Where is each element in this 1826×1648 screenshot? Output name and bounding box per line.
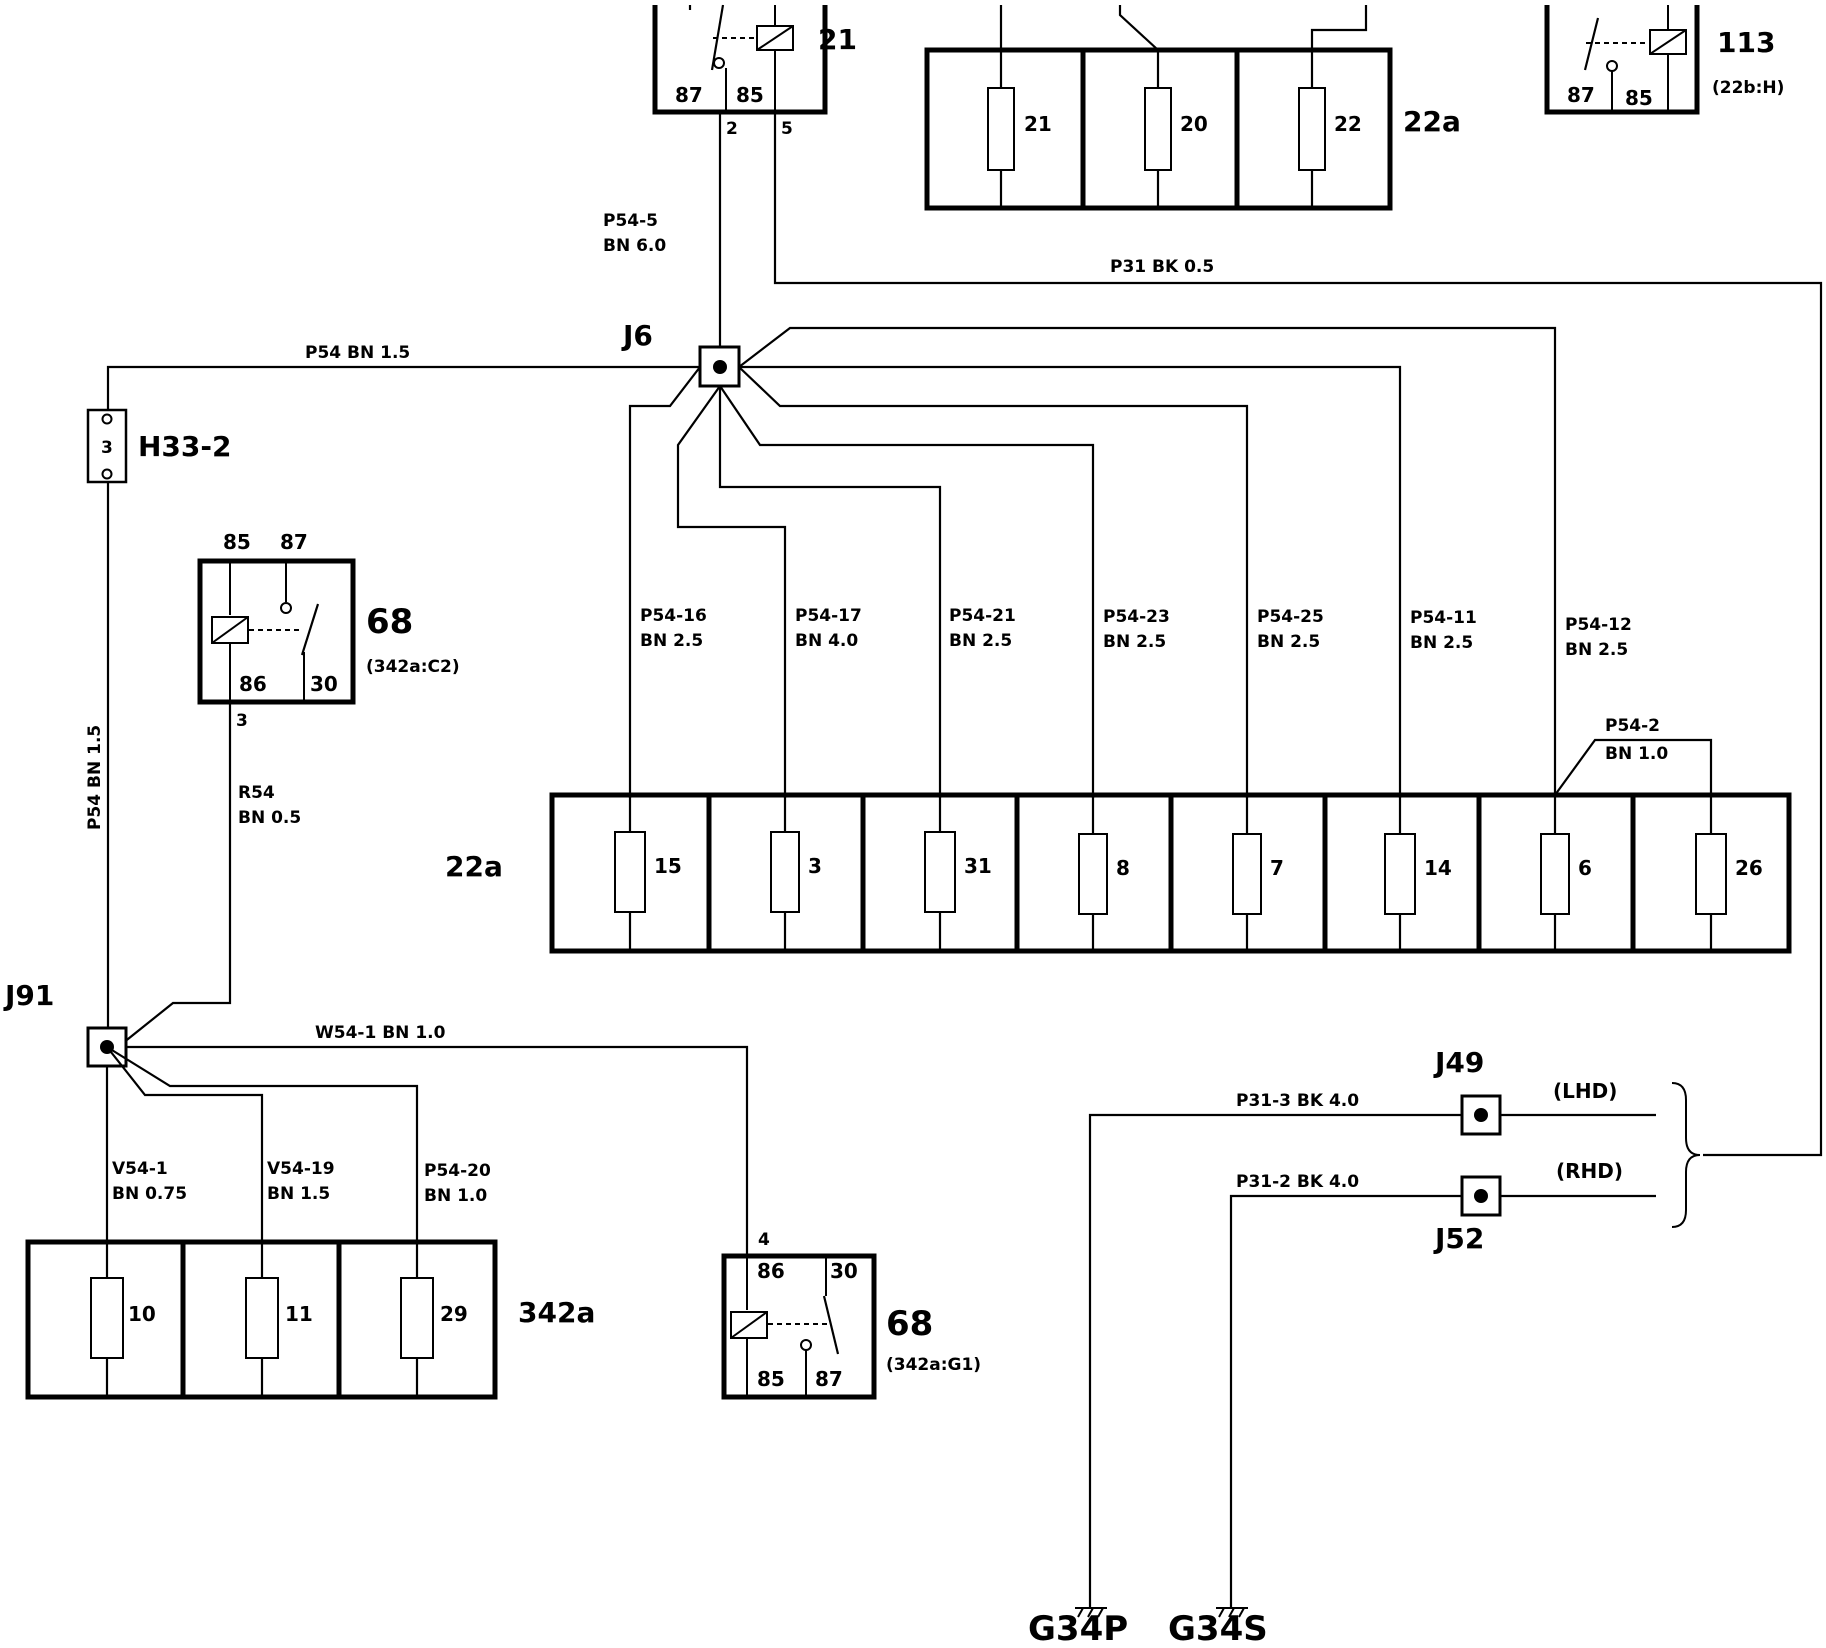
- fuse-8: 8: [1116, 856, 1130, 880]
- fuse-29: 29: [440, 1302, 468, 1326]
- wire-p54-2-spec: BN 1.0: [1605, 744, 1668, 764]
- relay-21-pin-85: 85: [736, 83, 764, 107]
- wire-p54-16-spec: BN 2.5: [640, 631, 703, 651]
- relay-68a-out-3: 3: [236, 711, 248, 731]
- relay-68a-pin-30: 30: [310, 672, 338, 696]
- relay-68b-in-4: 4: [758, 1230, 770, 1250]
- wire-r54-id: R54: [238, 783, 275, 803]
- fuse-10: 10: [128, 1302, 156, 1326]
- ground-symbol-g34p: [1075, 1607, 1107, 1618]
- ground-g34p-label: G34P: [1028, 1609, 1128, 1648]
- wire-p54-20-spec: BN 1.0: [424, 1186, 487, 1206]
- wire-p54-12-id: P54-12: [1565, 615, 1632, 635]
- wire-p54-23-id: P54-23: [1103, 607, 1170, 627]
- relay-68b-label: 68: [886, 1304, 933, 1344]
- relay-113-label: 113: [1717, 26, 1775, 59]
- wire-p54-2-id: P54-2: [1605, 716, 1660, 736]
- wire-v54-19-id: V54-19: [267, 1159, 335, 1179]
- fuse-20: 20: [1180, 112, 1208, 136]
- relay-113-pin-85: 85: [1625, 86, 1653, 110]
- wire-p54-21-id: P54-21: [949, 606, 1016, 626]
- fuse-box-label-22a-top: 22a: [1403, 105, 1461, 138]
- fuse-7: 7: [1270, 856, 1284, 880]
- connector-h33-2: 3 H33-2: [86, 408, 232, 484]
- fuse-15: 15: [654, 854, 682, 878]
- wire-p31-2-label: P31-2 BK 4.0: [1236, 1172, 1359, 1192]
- fuse-box-22a-top: 21 20 22 22a: [924, 5, 1461, 211]
- fuse-22: 22: [1334, 112, 1362, 136]
- fuse-26: 26: [1735, 856, 1763, 880]
- relay-68b-pin-87: 87: [815, 1367, 843, 1391]
- relay-21: 21 87 85 2 5: [652, 4, 857, 139]
- variant-rhd: (RHD): [1556, 1159, 1623, 1183]
- relay-68b-pin-86: 86: [757, 1259, 785, 1283]
- relay-68a-pin-87: 87: [280, 530, 308, 554]
- wire-v54-1-spec: BN 0.75: [112, 1184, 187, 1204]
- junction-j6-label: J6: [621, 319, 653, 352]
- relay-113-pin-87: 87: [1567, 83, 1595, 107]
- relay-113: 113 (22b:H) 87 85: [1544, 5, 1784, 115]
- variant-lhd: (LHD): [1553, 1079, 1617, 1103]
- wire-p54-20-id: P54-20: [424, 1161, 491, 1181]
- fuse-3: 3: [808, 854, 822, 878]
- wire-p54-17-id: P54-17: [795, 606, 862, 626]
- wire-p54-5-spec: BN 6.0: [603, 236, 666, 256]
- connector-pin-3: 3: [101, 438, 113, 458]
- wire-p54-17-spec: BN 4.0: [795, 631, 858, 651]
- connector-label: H33-2: [138, 430, 232, 463]
- wire-p54-25-id: P54-25: [1257, 607, 1324, 627]
- wire-p54-11-spec: BN 2.5: [1410, 633, 1473, 653]
- junction-j91-label: J91: [3, 979, 54, 1012]
- junction-j91: J91: [3, 979, 128, 1068]
- junction-j52: J52: [1433, 1175, 1502, 1255]
- wire-p31-label: P31 BK 0.5: [1110, 257, 1214, 277]
- relay-21-label: 21: [818, 23, 857, 56]
- relay-68b-pin-30: 30: [830, 1259, 858, 1283]
- wire-r54-spec: BN 0.5: [238, 808, 301, 828]
- wire-p54-vert-label: P54 BN 1.5: [85, 725, 105, 830]
- fuse-box-342a: 10 11 29 342a: [25, 1239, 595, 1400]
- wire-p54-21-spec: BN 2.5: [949, 631, 1012, 651]
- wire-p31-3-label: P31-3 BK 4.0: [1236, 1091, 1359, 1111]
- relay-68-c2: 85 87 86 30 68 (342a:C2) 3: [197, 530, 460, 731]
- relay-68a-label: 68: [366, 602, 413, 642]
- relay-113-ref: (22b:H): [1712, 78, 1784, 98]
- wire-p54-23-spec: BN 2.5: [1103, 632, 1166, 652]
- relay-68a-ref: (342a:C2): [366, 657, 460, 677]
- fuse-31: 31: [964, 854, 992, 878]
- wire-p54-11-id: P54-11: [1410, 608, 1477, 628]
- relay-68a-pin-85: 85: [223, 530, 251, 554]
- wire-p54-12-spec: BN 2.5: [1565, 640, 1628, 660]
- fuse-6: 6: [1578, 856, 1592, 880]
- wire-w54-1-label: W54-1 BN 1.0: [315, 1023, 446, 1043]
- wire-p54-top-label: P54 BN 1.5: [305, 343, 410, 363]
- wire-v54-1-id: V54-1: [112, 1159, 168, 1179]
- junction-j52-label: J52: [1433, 1222, 1484, 1255]
- relay-68b-ref: (342a:G1): [886, 1355, 981, 1375]
- fuse-box-label-342a: 342a: [518, 1296, 595, 1329]
- junction-j49-label: J49: [1433, 1046, 1484, 1079]
- relay-21-pin-87: 87: [675, 83, 703, 107]
- relay-21-out-2: 2: [726, 119, 738, 139]
- variant-brace: [1671, 1082, 1701, 1228]
- relay-21-out-5: 5: [781, 119, 793, 139]
- junction-j6: J6: [621, 319, 741, 388]
- relay-68b-pin-85: 85: [757, 1367, 785, 1391]
- wire-v54-19-spec: BN 1.5: [267, 1184, 330, 1204]
- wire-p54-5-id: P54-5: [603, 211, 658, 231]
- junction-j49: J49: [1433, 1046, 1502, 1136]
- fuse-box-22a-middle: 15 3 31 8 7 14 6 26 22a: [445, 792, 1792, 954]
- relay-68-g1: 4 86 30 85 87 68 (342a:G1): [721, 1230, 981, 1400]
- wire-p54-16-id: P54-16: [640, 606, 707, 626]
- relay-68a-pin-86: 86: [239, 672, 267, 696]
- fuse-21: 21: [1024, 112, 1052, 136]
- ground-g34s-label: G34S: [1168, 1609, 1268, 1648]
- fuse-14: 14: [1424, 856, 1452, 880]
- wire-p54-25-spec: BN 2.5: [1257, 632, 1320, 652]
- ground-symbol-g34s: [1216, 1607, 1248, 1618]
- fuse-11: 11: [285, 1302, 313, 1326]
- fuse-box-label-22a-middle: 22a: [445, 850, 503, 883]
